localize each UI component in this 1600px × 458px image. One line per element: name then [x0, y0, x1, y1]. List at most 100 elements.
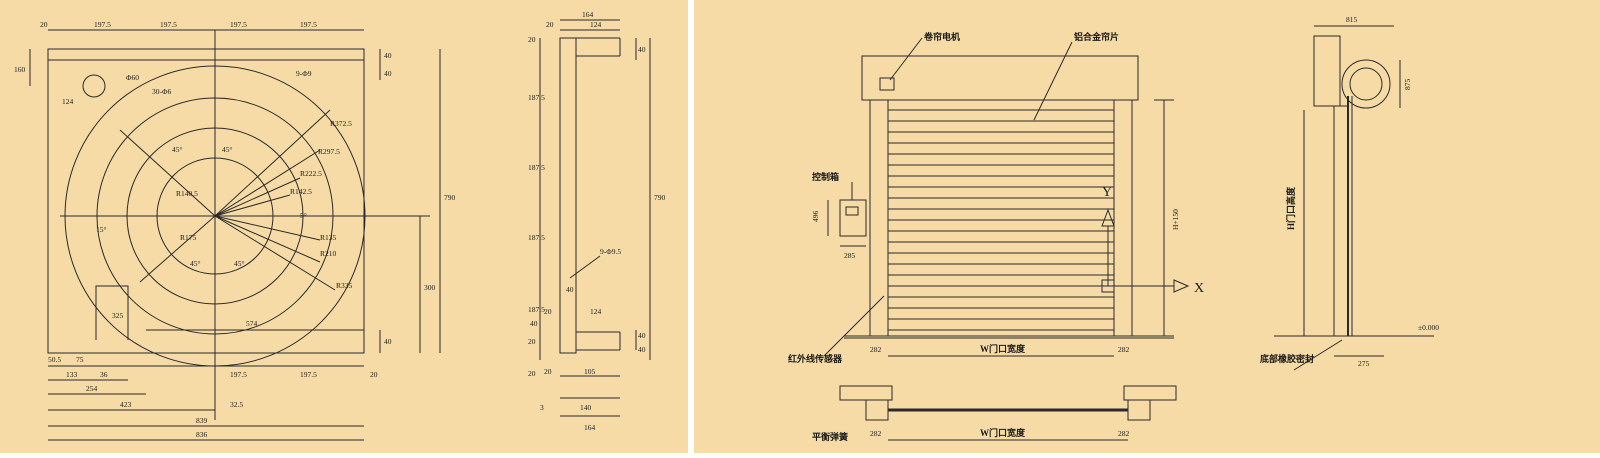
angle-5: 15° [96, 225, 107, 234]
side-wall-brick [1313, 35, 1341, 107]
dim-plan-right: 282 [1118, 429, 1130, 438]
side-bottom-dim-1: 20 [544, 307, 552, 316]
rolling-door-drawing-panel: 卷帘电机 铝合金帘片 控制箱 红外线传感器 平衡弹簧 底部橡胶密封 W门口宽度 … [694, 0, 1600, 453]
front-cutout-dim: 325 [112, 311, 124, 320]
label-slats: 铝合金帘片 [1074, 31, 1119, 42]
front-bottom-dim-3: 133 [66, 370, 78, 379]
side-plate-outline [559, 37, 577, 354]
dim-top-depth: 815 [1346, 15, 1358, 24]
front-bottom-dim-4: 36 [100, 370, 108, 379]
dim-ground: ±0.000 [1418, 323, 1439, 332]
dim-box-width: 285 [844, 251, 856, 260]
front-right-dim-5: 40 [384, 337, 392, 346]
front-top-dim-3: 197.5 [160, 20, 177, 29]
side-right-dim-2: 40 [638, 331, 646, 340]
angle-6: 5° [300, 211, 307, 220]
side-bottom-dim-3: 20 [544, 367, 552, 376]
side-left-dim-3: 187.5 [528, 163, 545, 172]
front-bottom-dim-6: 423 [120, 400, 132, 409]
side-top-dim-1: 164 [582, 10, 594, 19]
side-drum-inner [1349, 67, 1383, 101]
label-opening-width-plan: W门口宽度 [980, 427, 1026, 438]
side-bottom-dim-7: 40 [530, 319, 538, 328]
radius-r142: R142.5 [290, 187, 312, 196]
angle-3: 45° [190, 259, 201, 268]
label-motor: 卷帘电机 [923, 31, 960, 42]
front-top-dim-4: 197.5 [230, 20, 247, 29]
side-top-dim-3: 124 [590, 20, 602, 29]
dim-drum-h: 875 [1403, 79, 1412, 91]
radius-r297: R297.5 [318, 147, 340, 156]
front-right-dim-2: 40 [384, 69, 392, 78]
hole-phi60 [82, 74, 106, 98]
label-opening-width: W门口宽度 [980, 343, 1026, 354]
front-bottom-dim-1: 50.5 [48, 355, 61, 364]
side-hole-label: 9-Φ9.5 [600, 247, 621, 256]
front-bottom-dim-10: 20 [370, 370, 378, 379]
radius-r222: R222.5 [300, 169, 322, 178]
side-right-dim-3: 40 [638, 345, 646, 354]
angle-1: 45° [172, 145, 183, 154]
roller-head-box [861, 55, 1139, 101]
label-opening-height: H门口高度 [1285, 186, 1296, 230]
front-bottom-dim-5: 254 [86, 384, 98, 393]
front-bottom-dim-9: 197.5 [300, 370, 317, 379]
panel-divider [688, 0, 694, 453]
side-left-dim-2: 187.5 [528, 93, 545, 102]
left-background [0, 0, 688, 453]
dim-plan-left: 282 [870, 429, 882, 438]
curtain-slats [888, 109, 1114, 331]
angle-2: 45° [222, 145, 233, 154]
right-drawing-svg: 卷帘电机 铝合金帘片 控制箱 红外线传感器 平衡弹簧 底部橡胶密封 W门口宽度 … [694, 0, 1600, 453]
side-left-dim-6: 187.5 [528, 305, 545, 314]
dim-bottom-w: 275 [1358, 359, 1370, 368]
side-top-dim-4: 40 [638, 45, 646, 54]
side-left-dim-8: 20 [528, 369, 536, 378]
dim-h-total: H+150 [1171, 209, 1180, 230]
front-top-dim-2: 197.5 [94, 20, 111, 29]
side-left-dim-4: 187.5 [528, 233, 545, 242]
front-bottom-dim-11: 32.5 [230, 400, 243, 409]
dim-box-height: 496 [811, 211, 820, 223]
label-bottom-seal: 底部橡胶密封 [1260, 353, 1314, 364]
front-bottom-dim-574: 574 [246, 319, 258, 328]
side-bottom-dim-4: 105 [584, 367, 596, 376]
side-right-dim-1: 790 [654, 193, 666, 202]
front-right-dim-1: 40 [384, 51, 392, 60]
side-top-dim-2: 20 [546, 20, 554, 29]
front-top-dim-1: 20 [40, 20, 48, 29]
radius-r135: R135 [320, 233, 337, 242]
side-bottom-dim-5: 140 [580, 403, 592, 412]
front-right-dim-3: 790 [444, 193, 456, 202]
hole-label-30phi6: 30-Φ6 [152, 87, 171, 96]
side-bottom-dim-6: 164 [584, 423, 596, 432]
front-left-dim-1: 160 [14, 65, 26, 74]
front-bottom-dim-2: 75 [76, 355, 84, 364]
label-ir-sensor: 红外线传感器 [788, 353, 843, 364]
left-drawing-svg: 20 197.5 197.5 197.5 197.5 160 124 40 40… [0, 0, 688, 453]
front-left-dim-2: 124 [62, 97, 74, 106]
side-left-dim-9: 3 [540, 403, 544, 412]
axis-y-label: Y [1102, 185, 1112, 200]
front-top-dim-5: 197.5 [300, 20, 317, 29]
radius-r140: R140.5 [176, 189, 198, 198]
dim-side-left: 282 [870, 345, 882, 354]
radius-r210: R210 [320, 249, 337, 258]
front-bottom-dim-12: 836 [196, 430, 208, 439]
hole-label-9phi9: 9-Φ9 [296, 69, 312, 78]
control-box [839, 199, 867, 237]
front-side-drawing-panel: 20 197.5 197.5 197.5 197.5 160 124 40 40… [0, 0, 688, 453]
radius-r372: R372.5 [330, 119, 352, 128]
front-bottom-dim-8: 197.5 [230, 370, 247, 379]
radius-r335: R335 [336, 281, 353, 290]
hole-label-phi60: Φ60 [126, 73, 139, 82]
side-bottom-dim-2: 124 [590, 307, 602, 316]
front-right-dim-4: 300 [424, 283, 436, 292]
label-control-box: 控制箱 [812, 171, 839, 182]
motor-symbol [879, 77, 895, 91]
right-background [694, 0, 1600, 453]
dim-side-right: 282 [1118, 345, 1130, 354]
side-drum-outer [1341, 59, 1391, 109]
front-bottom-dim-7: 839 [196, 416, 208, 425]
side-left-dim-7: 20 [528, 337, 536, 346]
